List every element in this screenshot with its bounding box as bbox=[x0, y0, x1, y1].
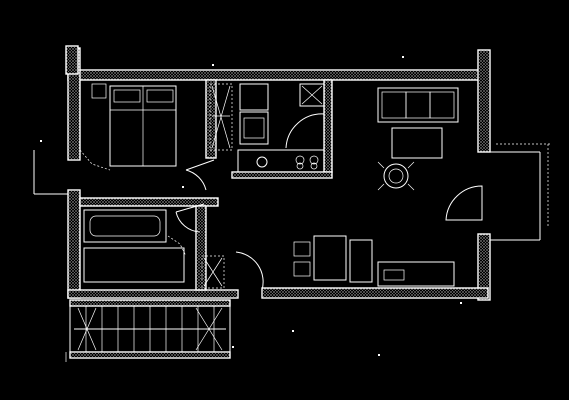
shower bbox=[201, 255, 225, 289]
oven bbox=[239, 111, 269, 145]
chair bbox=[293, 241, 311, 257]
sideboard bbox=[349, 239, 373, 283]
scan-noise bbox=[40, 56, 462, 356]
wall-kitchen-right bbox=[323, 79, 333, 173]
wall-right-lower bbox=[477, 233, 491, 301]
wall-left-mid bbox=[67, 189, 81, 299]
bathroom-door bbox=[175, 203, 205, 233]
bathroom bbox=[83, 203, 225, 289]
kitchen-door bbox=[285, 113, 325, 149]
counter bbox=[237, 149, 325, 173]
wall-right-upper bbox=[477, 49, 491, 153]
pillow-left bbox=[113, 89, 141, 103]
wall-mid-horizontal bbox=[79, 197, 219, 207]
tv-unit bbox=[377, 261, 455, 287]
wall-kitchen-bottom bbox=[231, 171, 333, 179]
dining-area bbox=[235, 235, 455, 291]
bedroom-door bbox=[185, 159, 215, 191]
wall-bath-kitchen bbox=[195, 205, 207, 291]
bathtub bbox=[83, 209, 167, 243]
chair bbox=[293, 261, 311, 277]
wall-bottom-left bbox=[67, 289, 239, 299]
balcony-door bbox=[445, 185, 483, 221]
living-room bbox=[377, 87, 550, 241]
armchair bbox=[383, 163, 409, 189]
dining-table bbox=[313, 235, 347, 281]
staircase bbox=[65, 299, 231, 362]
sink bbox=[256, 156, 268, 168]
sofa bbox=[377, 87, 459, 123]
bedroom bbox=[33, 83, 233, 195]
dining-door bbox=[235, 251, 264, 291]
wall-top bbox=[67, 69, 489, 81]
wall-top-left-stub bbox=[65, 45, 79, 75]
nightstand bbox=[91, 83, 107, 99]
vanity bbox=[83, 247, 185, 283]
kitchen bbox=[231, 79, 333, 179]
wall-bed-closet bbox=[205, 79, 217, 159]
exterior-walls bbox=[65, 45, 491, 301]
pillow-right bbox=[146, 89, 174, 103]
coffee-table bbox=[391, 127, 443, 159]
wall-bottom-right bbox=[261, 287, 489, 299]
fridge bbox=[239, 83, 269, 111]
